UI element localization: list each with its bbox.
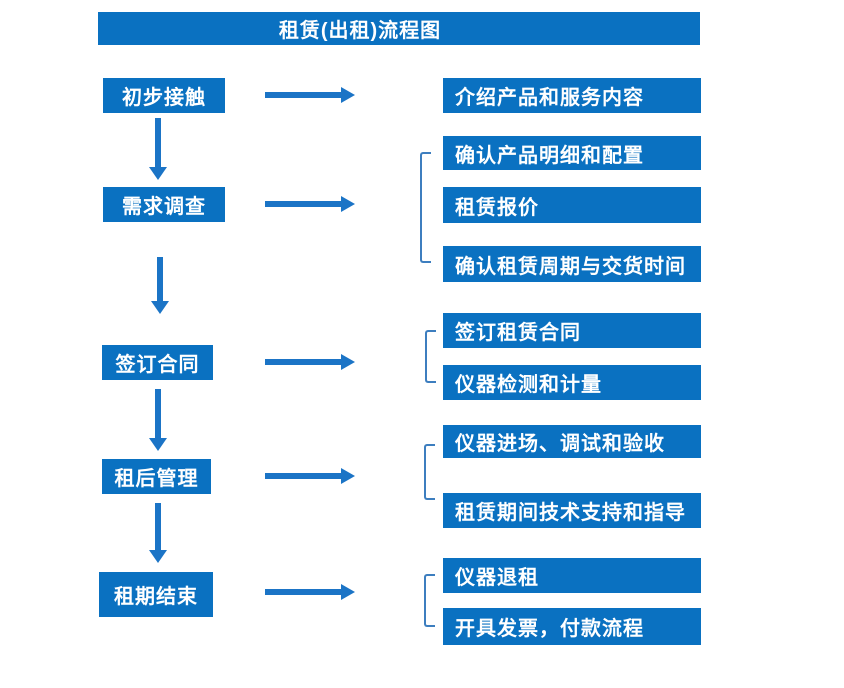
right-arrow-icon [265,354,355,370]
down-arrow-icon [151,257,169,314]
flowchart-title: 租赁(出租)流程图 [98,12,700,45]
output-box-instrument-setup: 仪器进场、调试和验收 [443,425,701,458]
group-bracket-icon [425,330,436,383]
output-box-confirm-period-delivery: 确认租赁周期与交货时间 [443,246,701,282]
step-box-demand-survey: 需求调查 [103,187,225,222]
right-arrow-icon [265,196,355,212]
down-arrow-icon [149,118,167,180]
output-box-tech-support: 租赁期间技术支持和指导 [443,493,701,528]
step-box-initial-contact: 初步接触 [103,78,225,113]
output-box-introduce-products: 介绍产品和服务内容 [443,78,701,113]
right-arrow-icon [265,87,355,103]
output-box-instrument-return: 仪器退租 [443,558,701,593]
group-bracket-icon [424,574,435,627]
right-arrow-icon [265,468,355,484]
output-box-sign-rental-contract: 签订租赁合同 [443,313,701,348]
step-box-rental-end: 租期结束 [99,572,213,617]
output-box-confirm-details: 确认产品明细和配置 [443,136,701,170]
group-bracket-icon [420,152,431,263]
output-box-invoice-payment: 开具发票，付款流程 [443,608,701,645]
step-box-post-rental-management: 租后管理 [102,459,211,494]
down-arrow-icon [149,503,167,563]
output-box-rental-quote: 租赁报价 [443,187,701,223]
right-arrow-icon [265,584,355,600]
group-bracket-icon [424,444,435,500]
step-box-sign-contract: 签订合同 [102,345,213,380]
down-arrow-icon [149,389,167,451]
output-box-instrument-testing: 仪器检测和计量 [443,365,701,400]
